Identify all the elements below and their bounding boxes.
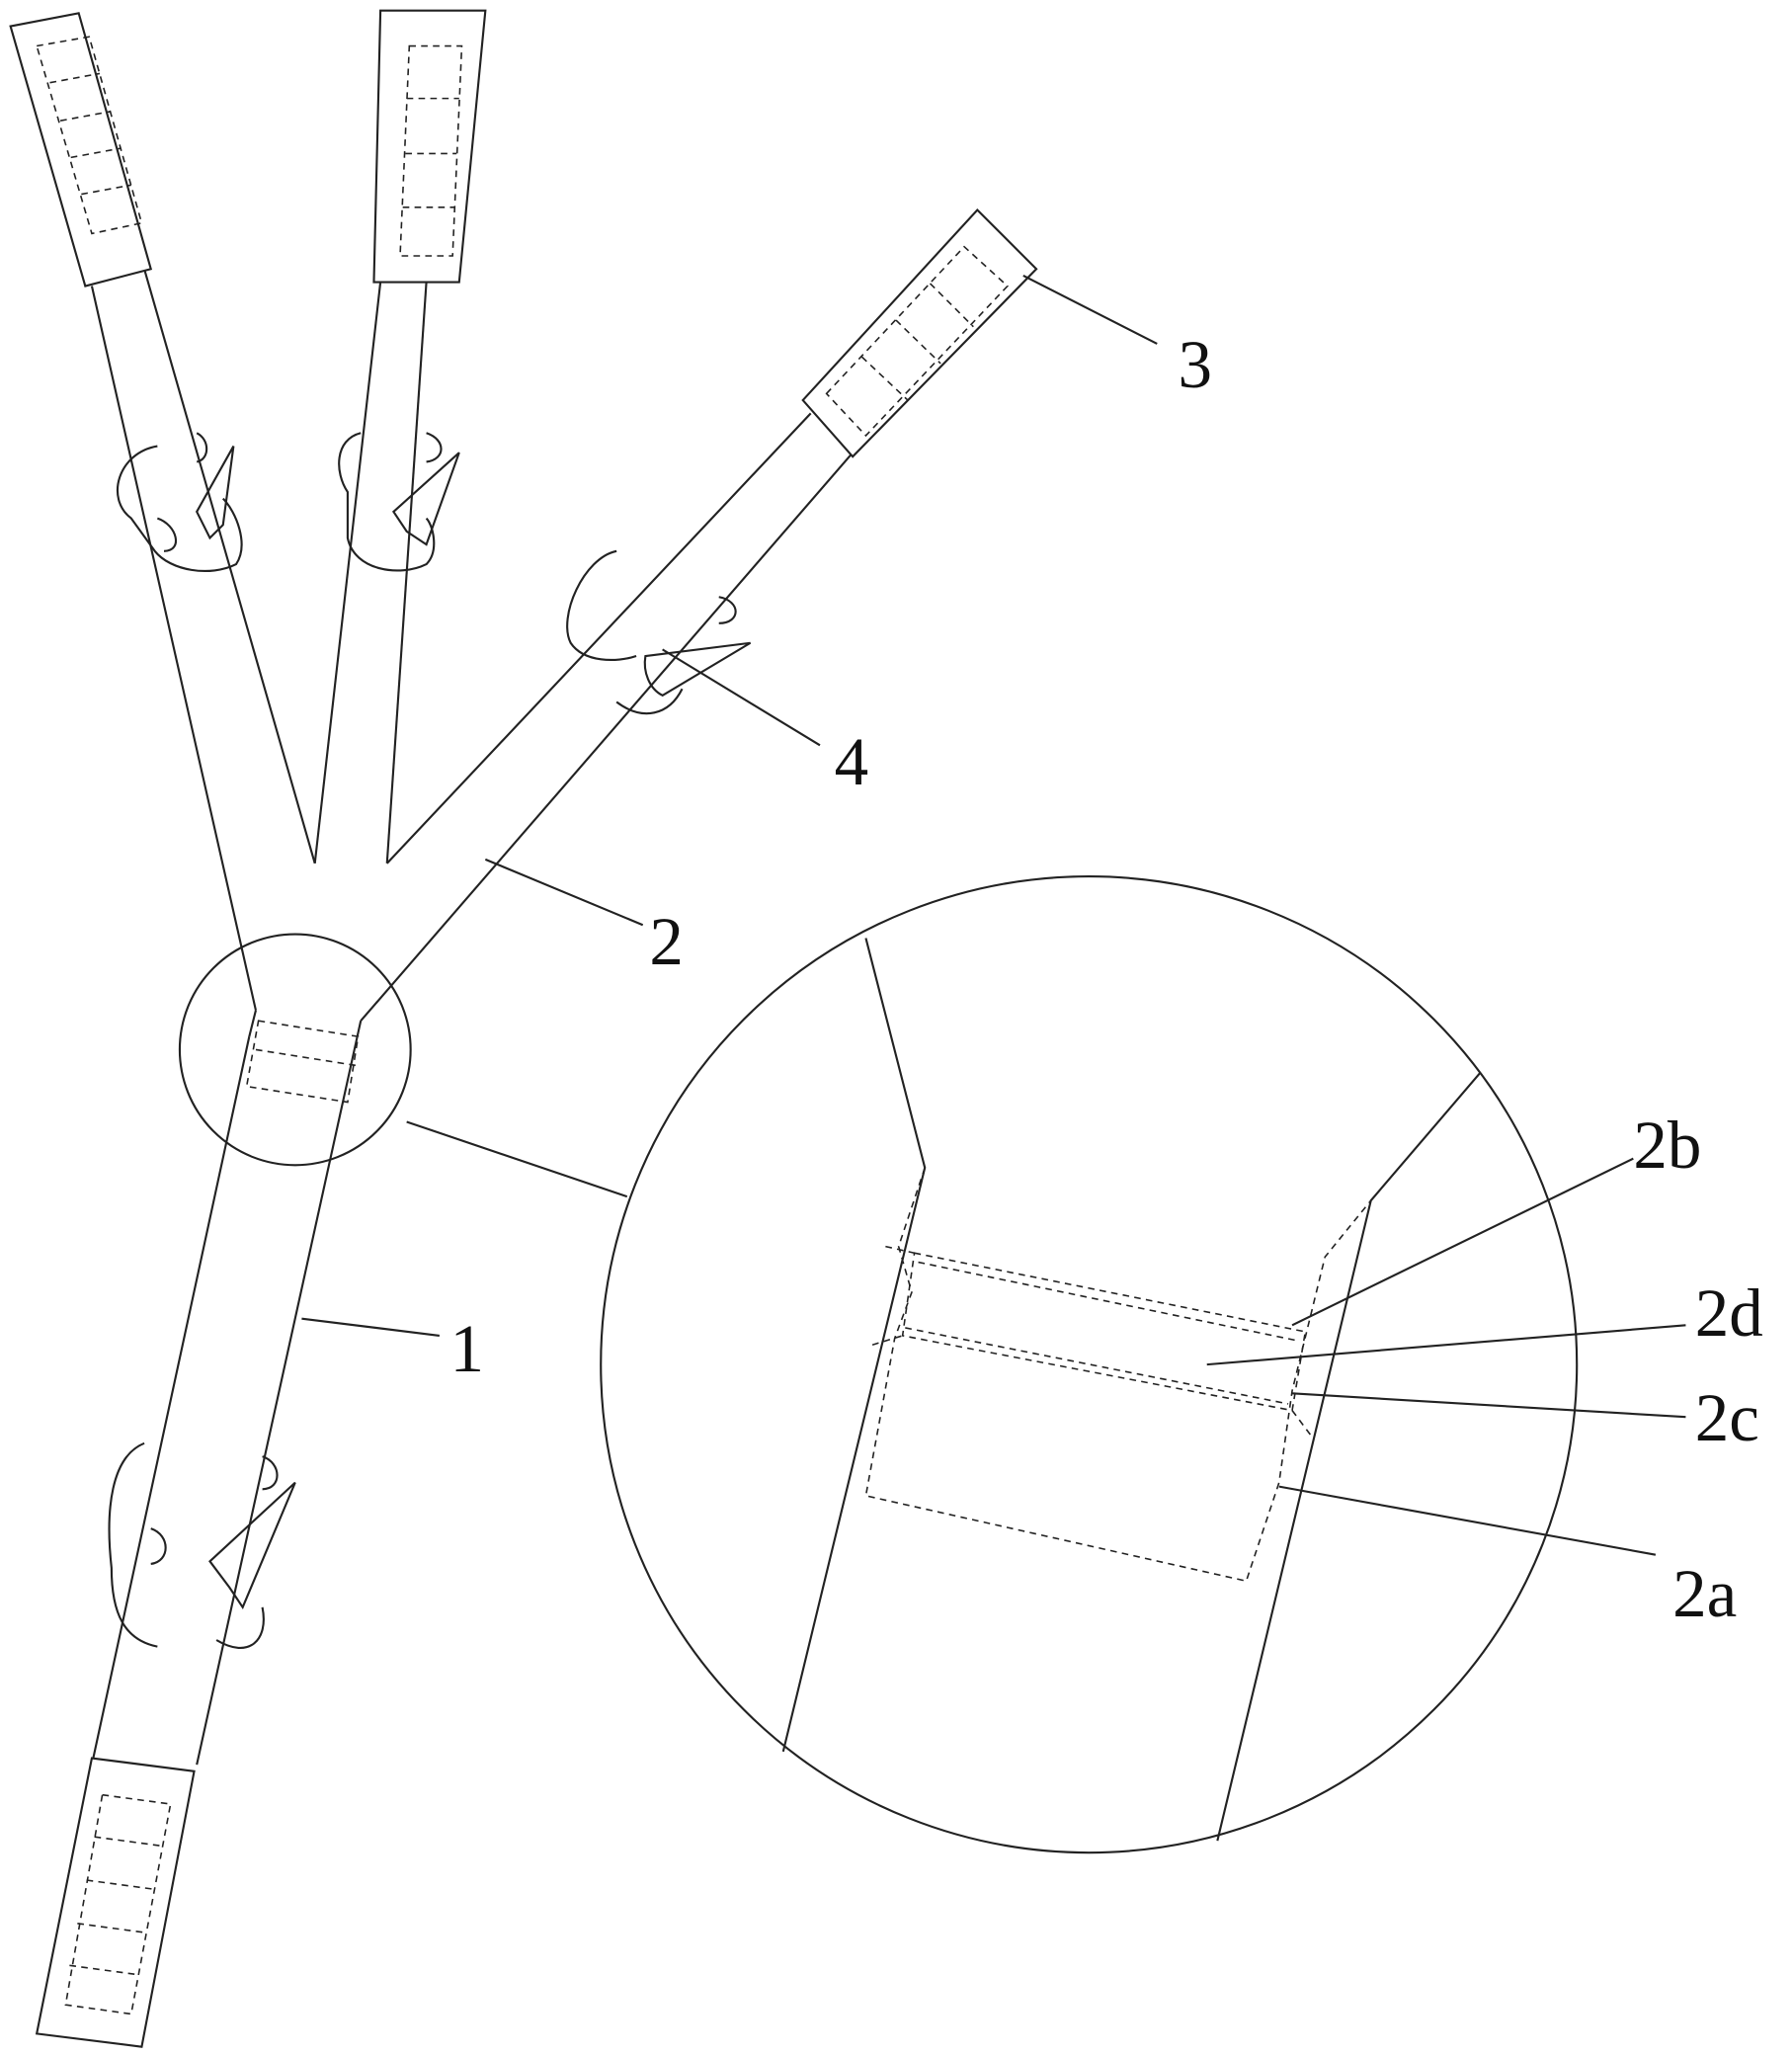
callouts: 3 4 2 1 2b 2d 2c 2a [301,274,1763,1631]
label-2: 2 [649,903,684,979]
detail-marker-circle [178,933,412,1167]
detail-enlarged-view [600,875,1579,1854]
main-strap [35,1010,363,2048]
label-1: 1 [449,1310,484,1386]
label-2a: 2a [1672,1555,1737,1631]
upper-left-strap [9,12,316,1011]
middle-strap [313,9,487,864]
label-2b: 2b [1633,1107,1701,1183]
buckle-lower [108,1441,296,1649]
buckle-upper-left [116,432,243,572]
branch-strap [360,207,1038,1022]
label-4: 4 [835,723,869,799]
buckle-branch [566,549,752,715]
label-3: 3 [1179,326,1213,402]
label-2c: 2c [1695,1379,1759,1455]
label-2d: 2d [1695,1275,1763,1351]
buckle-middle [338,432,460,572]
